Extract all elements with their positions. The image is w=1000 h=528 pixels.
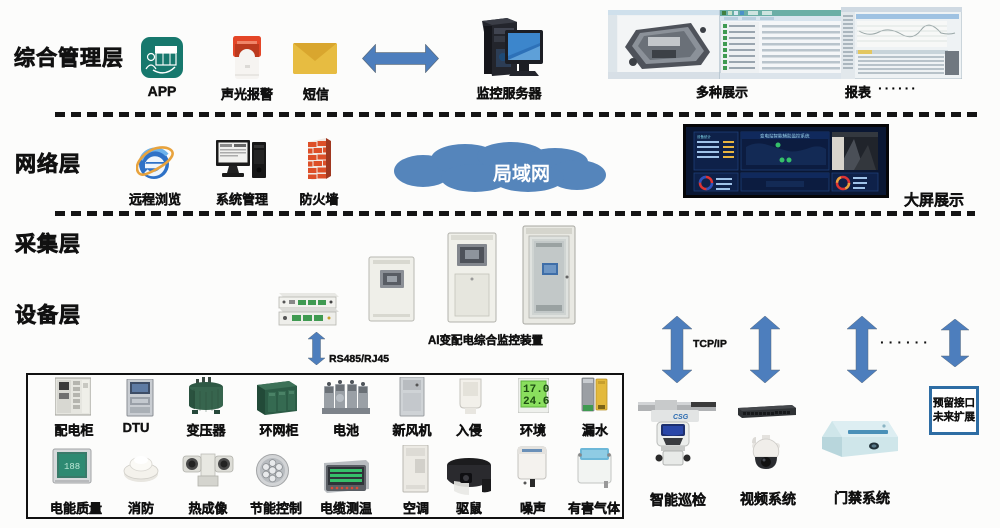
svg-text:CSG: CSG: [673, 414, 689, 421]
svg-text:变电站智能辅助监控系统: 变电站智能辅助监控系统: [760, 133, 810, 140]
svg-text:17.0: 17.0: [523, 384, 549, 396]
svg-text:局域网: 局域网: [493, 162, 550, 185]
svg-text:188: 188: [64, 462, 80, 472]
svg-text:设备统计: 设备统计: [697, 134, 711, 139]
svg-text:24.6: 24.6: [523, 396, 549, 408]
